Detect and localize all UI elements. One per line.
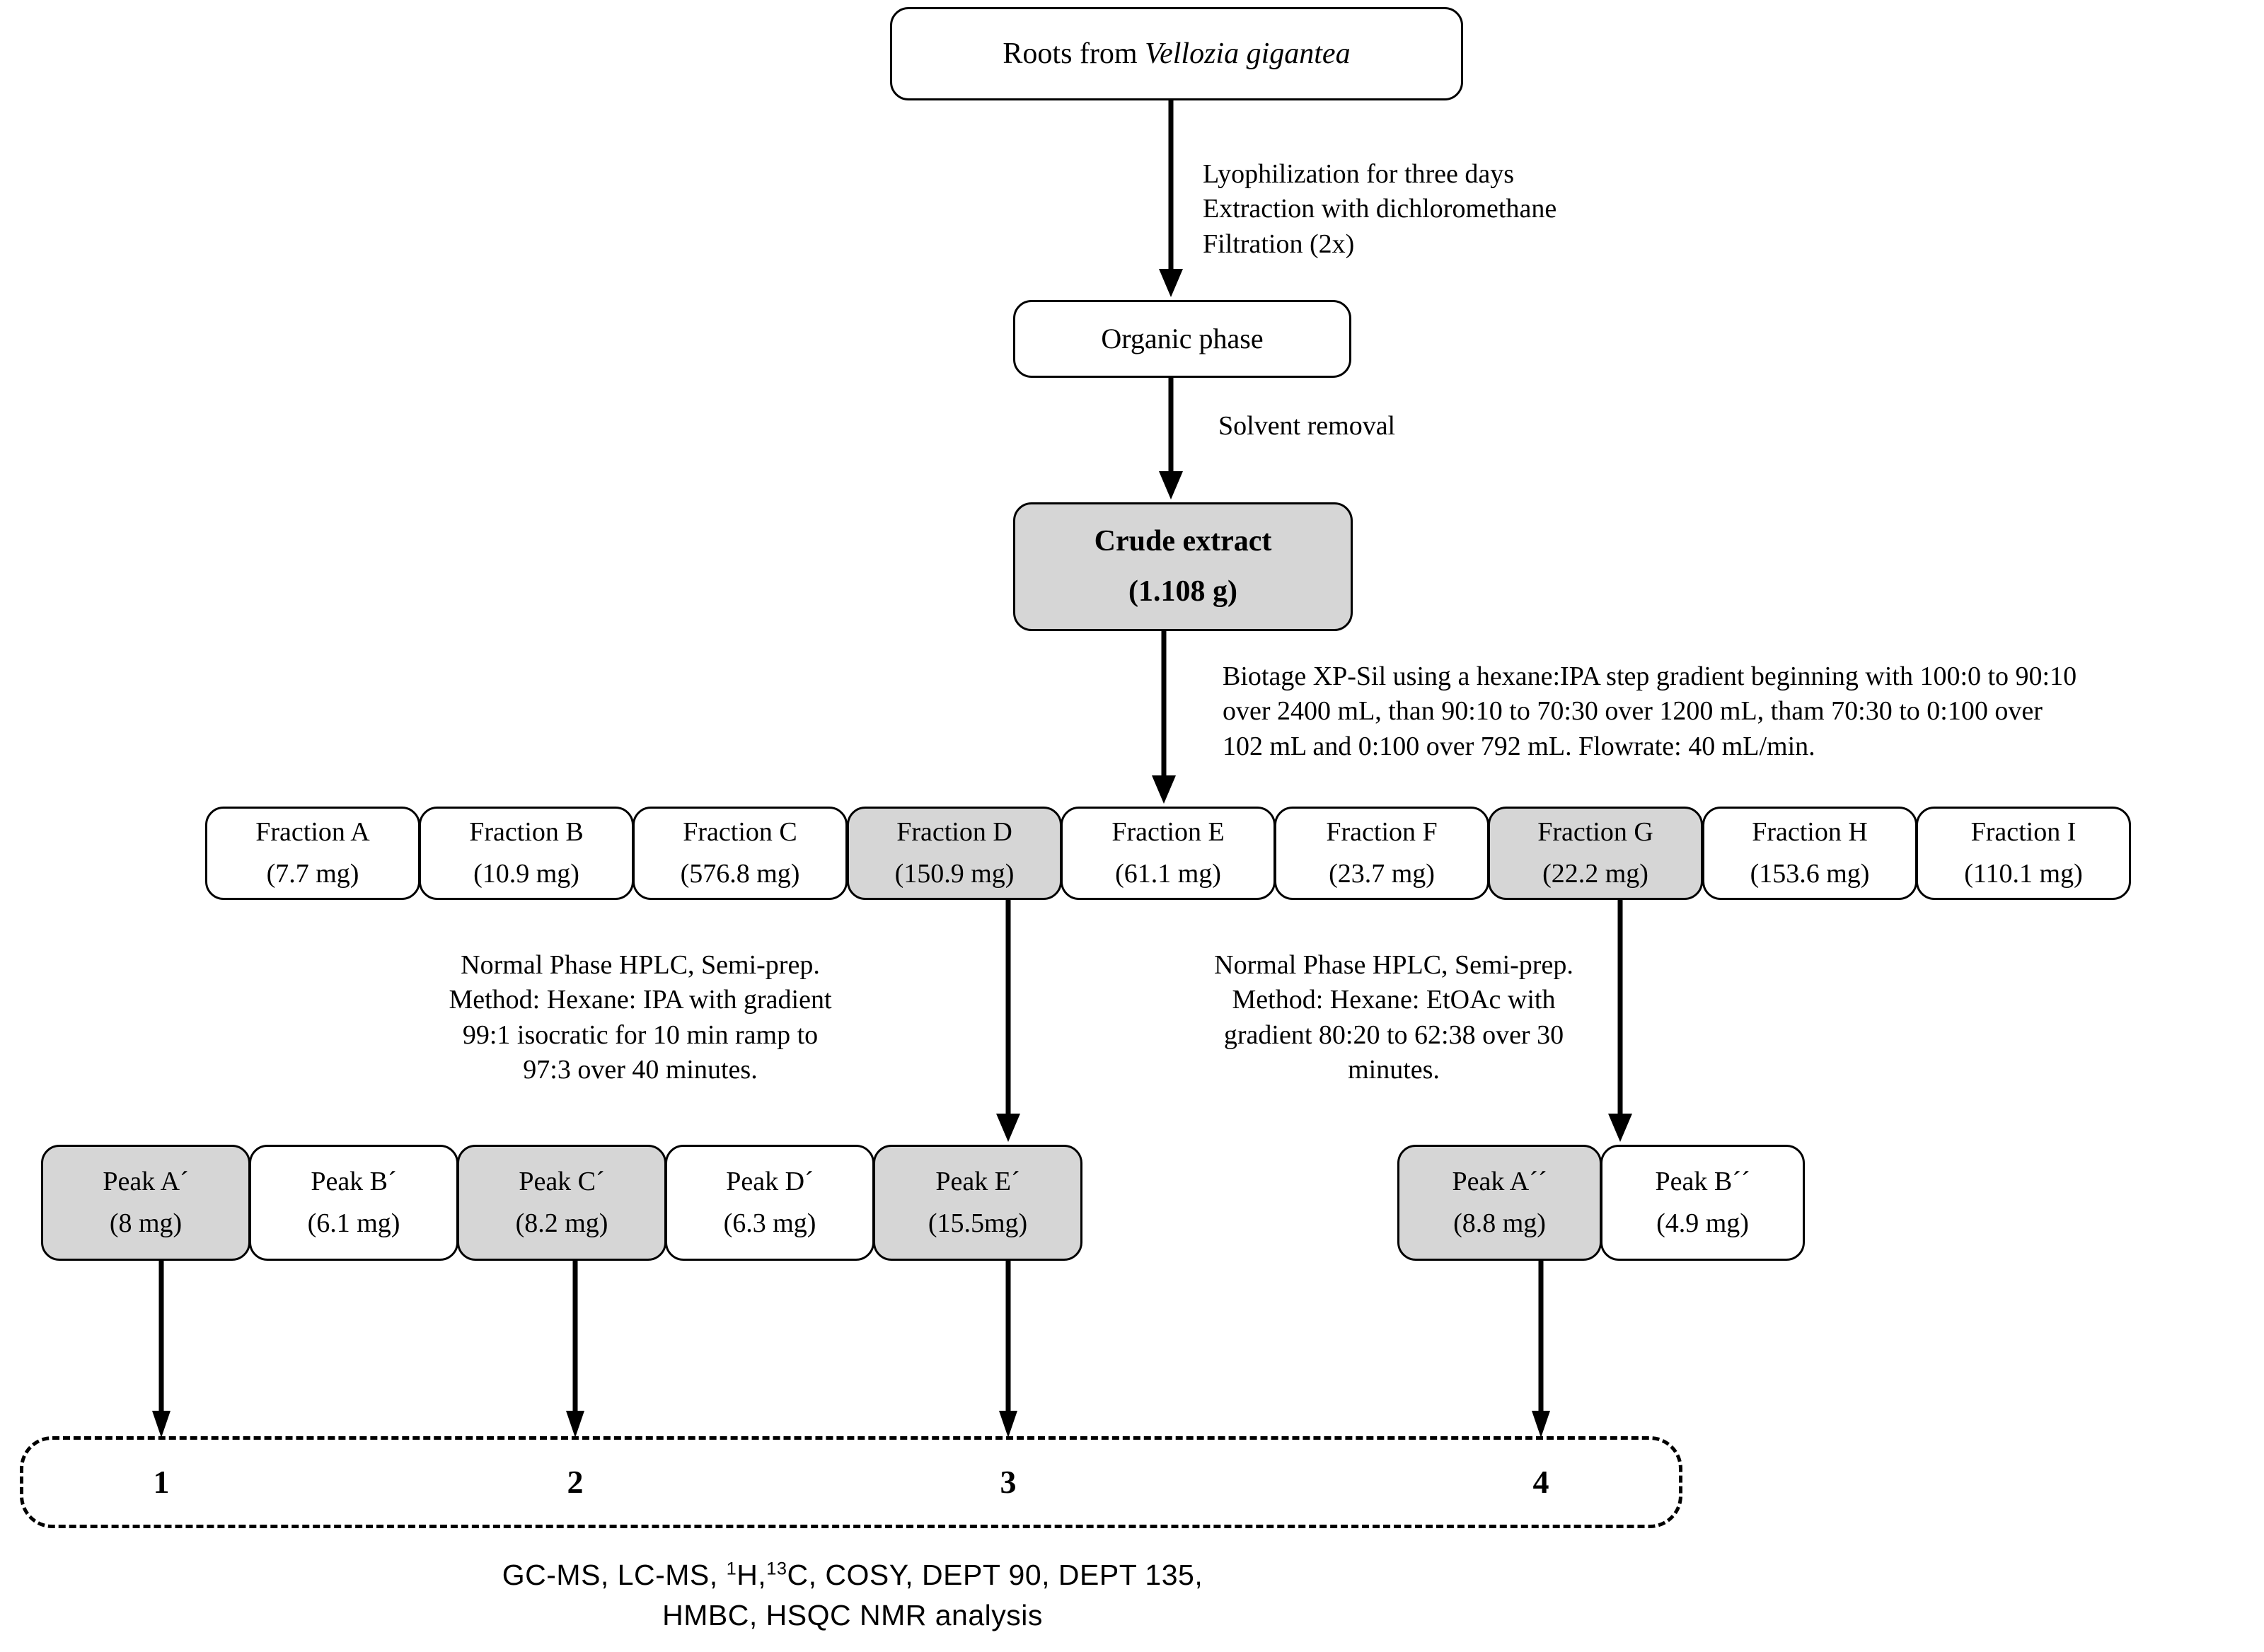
fraction-box-label: Fraction H xyxy=(1752,816,1868,847)
arrow-roots-to-organic xyxy=(1159,100,1183,297)
peak-right-box-amount: (8.8 mg) xyxy=(1453,1208,1546,1238)
annotation-solvent-removal: Solvent removal xyxy=(1218,411,1396,441)
fraction-box-label: Fraction A xyxy=(255,816,370,847)
peak-left-box-label: Peak A´ xyxy=(103,1166,189,1196)
caption-line1: GC-MS, LC-MS, 1H,13C, COSY, DEPT 90, DEP… xyxy=(502,1559,1203,1591)
fraction-box-7: Fraction H (153.6 mg) xyxy=(1702,807,1917,900)
arrow-fractionG-to-peakA2 xyxy=(1608,900,1632,1142)
compound-number-4: 4 xyxy=(1532,1464,1549,1500)
peak-left-box-amount: (8 mg) xyxy=(109,1208,183,1238)
analysis-caption: GC-MS, LC-MS, 1H,13C, COSY, DEPT 90, DEP… xyxy=(283,1555,1422,1635)
fraction-box-amount: (61.1 mg) xyxy=(1115,859,1221,889)
annotation-hplc-right: Normal Phase HPLC, Semi-prep. Method: He… xyxy=(1214,950,1573,1085)
peak-left-box-2: Peak C´ (8.2 mg) xyxy=(457,1145,666,1261)
caption-sup-13c: 13 xyxy=(766,1559,787,1579)
caption-sup-1h: 1 xyxy=(726,1559,737,1579)
fraction-box-label: Fraction I xyxy=(1970,816,2077,847)
node-organic-phase: Organic phase xyxy=(1013,300,1351,378)
fraction-box-5: Fraction F (23.7 mg) xyxy=(1274,807,1489,900)
caption-l1b: H, xyxy=(737,1559,767,1591)
crude-extract-amount: (1.108 g) xyxy=(1128,575,1237,608)
peak-left-box-label: Peak E´ xyxy=(935,1166,1020,1196)
fraction-box-label: Fraction G xyxy=(1537,816,1653,847)
peak-left-box-label: Peak B´ xyxy=(311,1166,397,1196)
fraction-box-amount: (7.7 mg) xyxy=(266,859,359,889)
peak-left-box-amount: (6.3 mg) xyxy=(723,1208,816,1238)
fraction-box-amount: (150.9 mg) xyxy=(894,859,1015,889)
peak-left-box-amount: (8.2 mg) xyxy=(515,1208,608,1238)
caption-l1a: GC-MS, LC-MS, xyxy=(502,1559,727,1591)
fraction-box-1: Fraction B (10.9 mg) xyxy=(419,807,634,900)
peak-left-box-amount: (15.5mg) xyxy=(928,1208,1028,1238)
fraction-box-4: Fraction E (61.1 mg) xyxy=(1061,807,1276,900)
fraction-box-6: Fraction G (22.2 mg) xyxy=(1488,807,1703,900)
roots-prefix: Roots from xyxy=(1003,37,1145,70)
fraction-box-3: Fraction D (150.9 mg) xyxy=(847,807,1062,900)
peak-right-box-1: Peak B´´ (4.9 mg) xyxy=(1600,1145,1805,1261)
fraction-box-label: Fraction F xyxy=(1326,816,1438,847)
fraction-box-amount: (576.8 mg) xyxy=(680,859,800,889)
fraction-box-label: Fraction E xyxy=(1111,816,1225,847)
fraction-box-label: Fraction D xyxy=(896,816,1012,847)
compounds-container xyxy=(20,1436,1682,1528)
roots-species: Vellozia gigantea xyxy=(1145,37,1351,70)
arrow-peakA2-to-compound4 xyxy=(1532,1261,1550,1438)
node-roots: Roots from Vellozia gigantea xyxy=(890,7,1463,100)
peak-left-box-3: Peak D´ (6.3 mg) xyxy=(665,1145,874,1261)
peak-right-box-amount: (4.9 mg) xyxy=(1656,1208,1749,1238)
fraction-box-amount: (22.2 mg) xyxy=(1542,859,1648,889)
fraction-box-amount: (153.6 mg) xyxy=(1750,859,1870,889)
annotation-biotage: Biotage XP-Sil using a hexane:IPA step g… xyxy=(1223,662,2077,761)
arrow-peakE-to-compound3 xyxy=(999,1261,1017,1438)
compound-number-1: 1 xyxy=(153,1464,170,1500)
fraction-box-label: Fraction C xyxy=(683,816,797,847)
peak-left-box-amount: (6.1 mg) xyxy=(307,1208,400,1238)
peak-left-box-1: Peak B´ (6.1 mg) xyxy=(249,1145,458,1261)
arrow-peakC-to-compound2 xyxy=(566,1261,584,1438)
arrow-crude-to-fractions xyxy=(1152,631,1176,804)
peak-left-box-0: Peak A´ (8 mg) xyxy=(41,1145,250,1261)
organic-phase-label: Organic phase xyxy=(1101,323,1264,354)
annotation-hplc-left: Normal Phase HPLC, Semi-prep. Method: He… xyxy=(449,950,832,1085)
fraction-box-amount: (110.1 mg) xyxy=(1964,859,2083,889)
caption-line2: HMBC, HSQC NMR analysis xyxy=(662,1598,1043,1631)
fraction-box-amount: (23.7 mg) xyxy=(1329,859,1435,889)
compound-number-2: 2 xyxy=(567,1464,584,1500)
arrow-fractionD-to-peakE xyxy=(996,900,1020,1142)
fraction-box-8: Fraction I (110.1 mg) xyxy=(1916,807,2131,900)
peak-left-box-label: Peak D´ xyxy=(726,1166,814,1196)
peak-left-box-4: Peak E´ (15.5mg) xyxy=(873,1145,1082,1261)
peak-right-box-label: Peak B´´ xyxy=(1655,1166,1750,1196)
node-roots-label: Roots from Vellozia gigantea xyxy=(892,35,1461,74)
arrow-organic-to-crude xyxy=(1159,378,1183,499)
fraction-box-2: Fraction C (576.8 mg) xyxy=(633,807,848,900)
peak-right-box-0: Peak A´´ (8.8 mg) xyxy=(1397,1145,1602,1261)
compound-number-3: 3 xyxy=(1000,1464,1017,1500)
crude-extract-label: Crude extract xyxy=(1094,525,1272,558)
caption-l1c: C, COSY, DEPT 90, DEPT 135, xyxy=(787,1559,1203,1591)
fraction-box-amount: (10.9 mg) xyxy=(473,859,579,889)
annotation-extraction: Lyophilization for three days Extraction… xyxy=(1203,159,1557,259)
peak-left-box-label: Peak C´ xyxy=(519,1166,605,1196)
fraction-box-0: Fraction A (7.7 mg) xyxy=(205,807,420,900)
fraction-box-label: Fraction B xyxy=(469,816,584,847)
node-crude-extract: Crude extract (1.108 g) xyxy=(1013,502,1353,631)
arrow-peakA-to-compound1 xyxy=(152,1261,171,1438)
peak-right-box-label: Peak A´´ xyxy=(1452,1166,1547,1196)
